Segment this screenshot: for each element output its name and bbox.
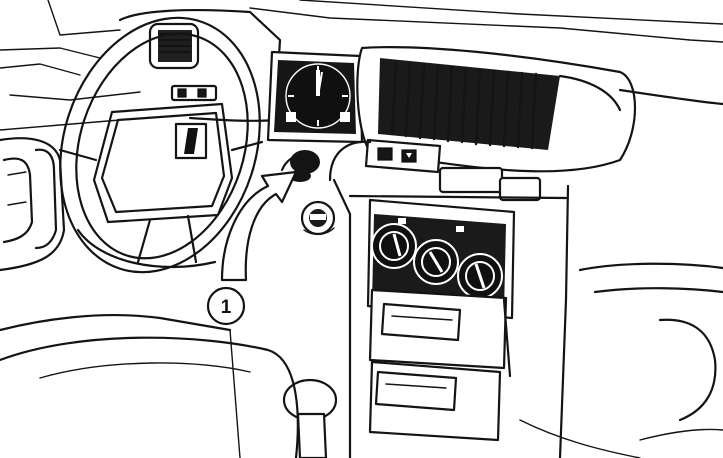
vent-slats	[390, 60, 538, 150]
instrument-binnacle	[118, 8, 282, 122]
cabin-background	[0, 0, 723, 131]
driver-seat	[0, 336, 299, 458]
callout-1-label: 1	[221, 297, 232, 318]
gear-shift-knob	[282, 378, 338, 458]
passenger-dash	[578, 88, 723, 441]
heater-control-panel	[366, 198, 516, 320]
lower-console-trays	[368, 288, 512, 442]
center-console	[328, 140, 570, 458]
door-panel	[0, 137, 232, 332]
center-air-vent	[356, 46, 636, 173]
ignition-lock	[300, 200, 336, 236]
clock-panel	[266, 50, 364, 144]
steering-wheel	[58, 16, 264, 274]
light-switch-knob	[280, 150, 320, 182]
switch-row	[364, 138, 542, 202]
callout-arrow	[220, 170, 298, 282]
tunnel-lines	[229, 329, 641, 458]
callout-1: 1	[206, 286, 246, 326]
fan-speed-knob-icon	[371, 223, 417, 269]
